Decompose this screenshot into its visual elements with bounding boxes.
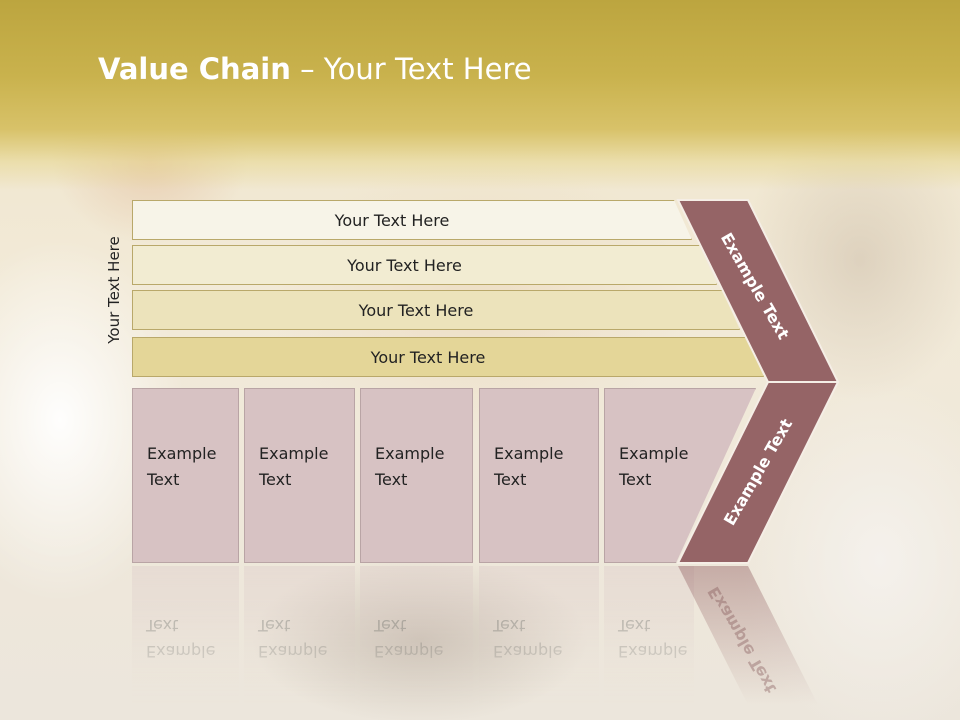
band-4[interactable]: Your Text Here [132, 337, 764, 377]
activity-box-label: Example Text [147, 444, 217, 489]
activity-box-label: Example Text [375, 444, 445, 489]
slide-title-rest: – Your Text Here [290, 52, 532, 86]
activity-box-4[interactable]: Example Text [479, 388, 599, 563]
activity-box-1[interactable]: Example Text [132, 388, 239, 563]
band-3[interactable]: Your Text Here [132, 290, 740, 330]
title-band [0, 0, 960, 190]
slide-title-bold: Value Chain [98, 52, 291, 86]
chevron-reflection [678, 566, 818, 705]
activity-box-2[interactable]: Example Text [244, 388, 355, 563]
band-2[interactable]: Your Text Here [132, 245, 717, 285]
activity-box-label: Example Text [619, 444, 689, 489]
band-1[interactable]: Your Text Here [132, 200, 692, 240]
activity-box-label: Example Text [259, 444, 329, 489]
slide-title: Value Chain – Your Text Here [98, 52, 532, 86]
activity-box-3[interactable]: Example Text [360, 388, 473, 563]
activity-box-label: Example Text [494, 444, 564, 489]
